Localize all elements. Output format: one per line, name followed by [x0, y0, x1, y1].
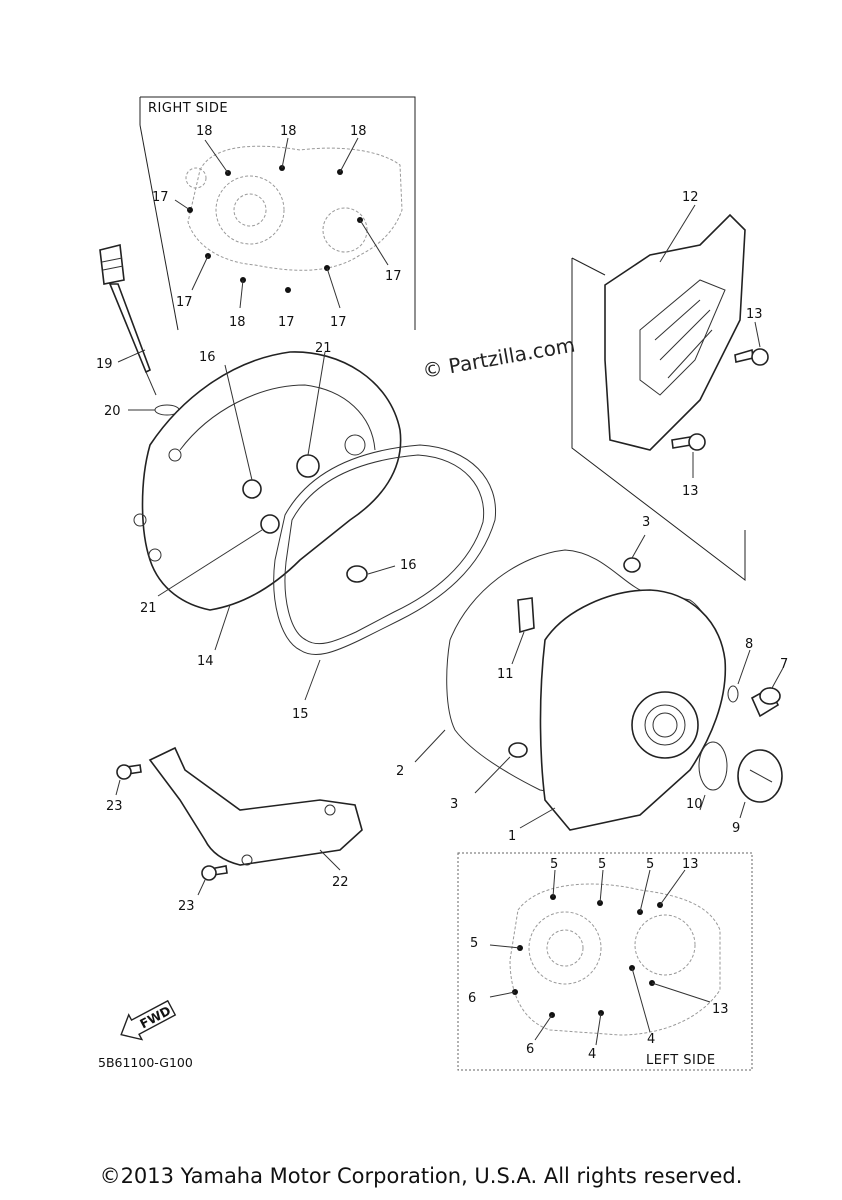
- engine-guard-group: 23 23 22: [106, 746, 363, 914]
- gasket-outline: [273, 444, 497, 656]
- right-inset-label: 18: [350, 124, 367, 139]
- callout-1: 1: [508, 829, 516, 844]
- left-side-title: LEFT SIDE: [646, 1053, 716, 1068]
- right-cover-body: [141, 351, 402, 611]
- left-inset-label: 6: [526, 1042, 534, 1057]
- callout-7: 7: [780, 657, 788, 672]
- left-inset-label: 5: [550, 857, 558, 872]
- callout-19: 19: [96, 357, 113, 372]
- cover-plugs-group: 8 7 10 9: [686, 637, 788, 836]
- right-inset-label: 17: [278, 315, 295, 330]
- left-cover-body: [539, 589, 727, 831]
- oil-dipstick-group: 19 20: [96, 244, 180, 419]
- dipstick-cap: [99, 244, 125, 285]
- callout-13: 13: [746, 307, 763, 322]
- left-inset-label: 4: [647, 1032, 655, 1047]
- engine-guard-plate: [148, 746, 363, 866]
- callout-20: 20: [104, 404, 121, 419]
- callout-3: 3: [642, 515, 650, 530]
- left-crankcase-group: 3 3 11 2 1: [396, 515, 727, 844]
- bracket: [517, 597, 535, 634]
- fwd-arrow: FWD: [120, 999, 177, 1041]
- right-crankcase-cover: 16 21 21 14: [133, 341, 402, 669]
- right-inset-leader: [139, 124, 179, 331]
- callout-11: 11: [497, 667, 514, 682]
- callout-9: 9: [732, 821, 740, 836]
- right-cover-outline: [187, 145, 403, 271]
- right-inset-label: 18: [196, 124, 213, 139]
- crankcase-gasket-group: 16 15: [273, 444, 497, 722]
- bolt: [671, 436, 692, 449]
- right-side-inset: RIGHT SIDE 18 18 18 17 17 17 18 17: [139, 96, 416, 331]
- right-inset-label: 17: [330, 315, 347, 330]
- fwd-arrow-icon: [120, 999, 177, 1041]
- callout-22: 22: [332, 875, 349, 890]
- dipstick-rod: [108, 283, 152, 374]
- left-cover-outline: [509, 883, 721, 1036]
- right-inset-label: 17: [385, 269, 402, 284]
- bolt: [734, 348, 754, 363]
- right-side-title: RIGHT SIDE: [148, 101, 228, 116]
- callout-21: 21: [315, 341, 332, 356]
- left-inset-label: 13: [712, 1002, 729, 1017]
- callout-23: 23: [178, 899, 195, 914]
- callout-23: 23: [106, 799, 123, 814]
- dowel-pin: [623, 557, 641, 573]
- partzilla-watermark: © Partzilla.com: [421, 332, 577, 382]
- left-inset-border: [457, 852, 753, 1071]
- left-side-inset: 5 5 5 13 5 6 4 13 6 4 LEFT SIDE: [457, 852, 753, 1071]
- left-inset-label: 13: [682, 857, 699, 872]
- copyright-notice: ©2013 Yamaha Motor Corporation, U.S.A. A…: [99, 1164, 743, 1188]
- reference-code: 5B61100-G100: [98, 1055, 193, 1070]
- callout-14: 14: [197, 654, 214, 669]
- left-inset-label: 5: [598, 857, 606, 872]
- left-inset-label: 6: [468, 991, 476, 1006]
- sprocket-cover-group: 12 13 13: [571, 190, 769, 582]
- callout-12: 12: [682, 190, 699, 205]
- callout-16: 16: [199, 350, 216, 365]
- callout-2: 2: [396, 764, 404, 779]
- callout-13: 13: [682, 484, 699, 499]
- right-inset-label: 18: [229, 315, 246, 330]
- callout-16: 16: [400, 558, 417, 573]
- right-inset-label: 17: [152, 190, 169, 205]
- right-inset-label: 18: [280, 124, 297, 139]
- sprocket-cover-body: [604, 213, 746, 451]
- dowel-pin: [346, 565, 368, 583]
- right-inset-border: [140, 96, 416, 330]
- left-inset-label: 4: [588, 1047, 596, 1062]
- callout-8: 8: [745, 637, 753, 652]
- dowel-pin: [508, 742, 528, 758]
- large-o-ring: [698, 741, 728, 791]
- callout-21: 21: [140, 601, 157, 616]
- callout-10: 10: [686, 797, 703, 812]
- callout-15: 15: [292, 707, 309, 722]
- left-inset-label: 5: [646, 857, 654, 872]
- right-inset-label: 17: [176, 295, 193, 310]
- sprocket-inset-border: [571, 258, 746, 582]
- small-o-ring: [727, 685, 739, 703]
- left-inset-label: 5: [470, 936, 478, 951]
- callout-3: 3: [450, 797, 458, 812]
